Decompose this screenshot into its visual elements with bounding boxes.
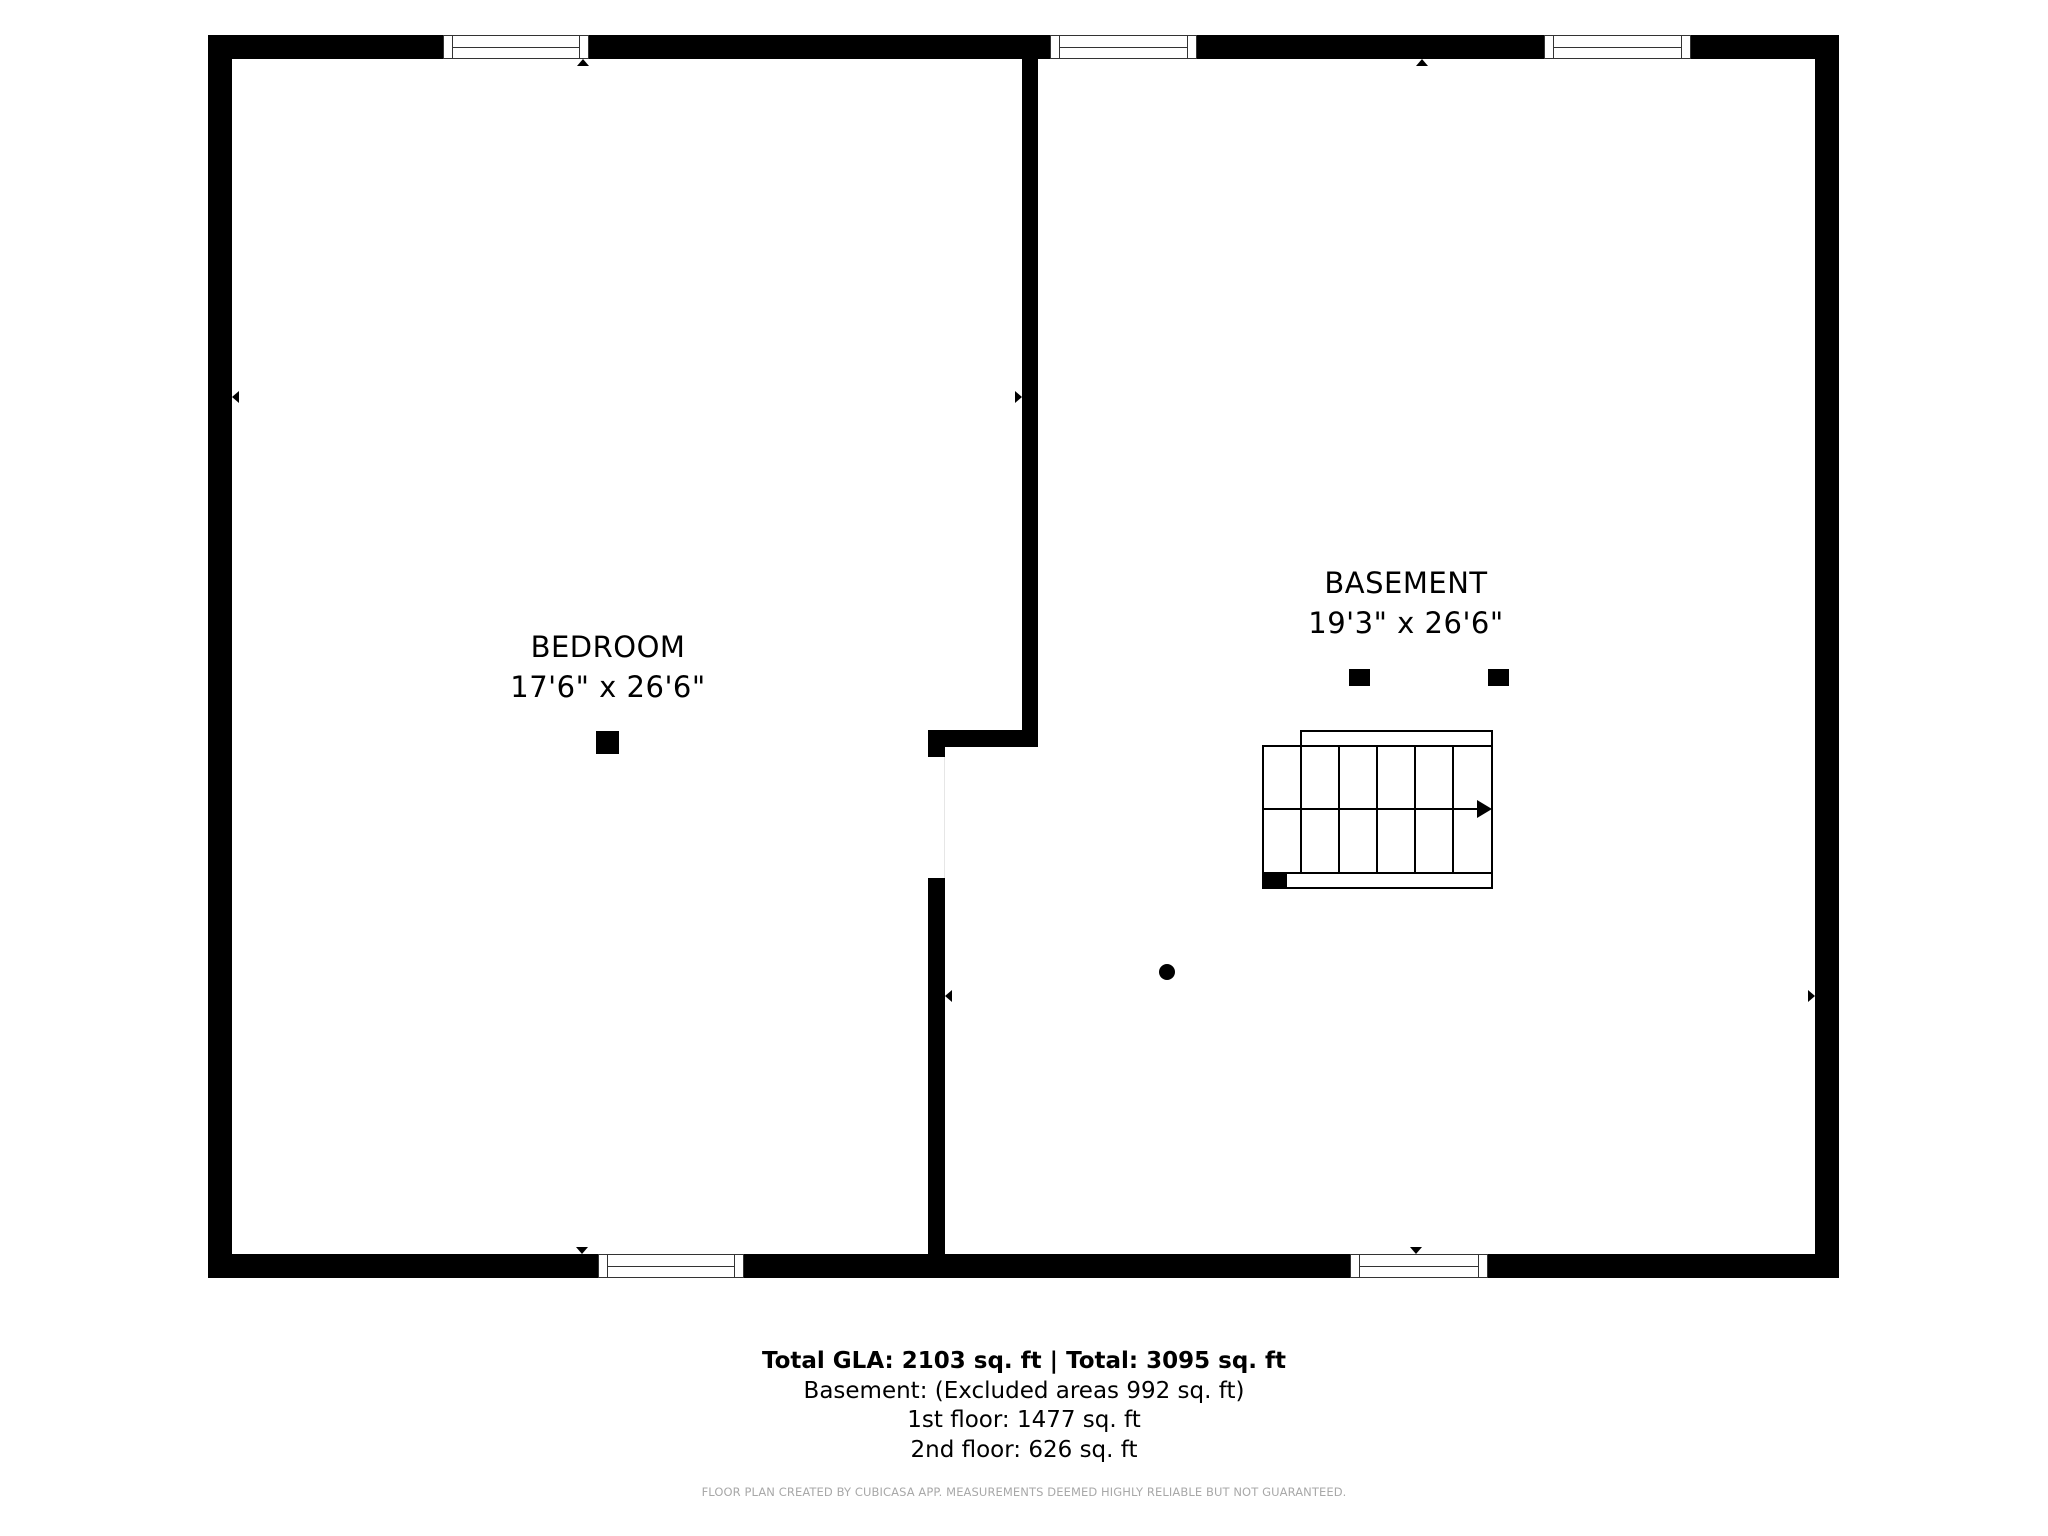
window-top-basement-left	[1050, 35, 1197, 59]
room-label-bedroom: BEDROOM 17'6" x 26'6"	[458, 627, 758, 707]
marker-triangle-icon	[945, 990, 952, 1002]
second-floor-area-line: 2nd floor: 626 sq. ft	[910, 1436, 1138, 1463]
interior-wall-stub	[928, 730, 945, 757]
exterior-wall-right	[1815, 35, 1839, 1278]
column-dot-icon	[1159, 964, 1175, 980]
interior-wall-jog	[928, 730, 1038, 747]
total-area-line: Total GLA: 2103 sq. ft | Total: 3095 sq.…	[761, 1348, 1287, 1374]
marker-triangle-icon	[232, 391, 239, 403]
first-floor-area-line: 1st floor: 1477 sq. ft	[907, 1407, 1141, 1433]
post-icon	[1349, 669, 1370, 686]
marker-triangle-icon	[576, 1247, 588, 1254]
room-name: BEDROOM	[530, 630, 686, 664]
window-bottom-bedroom	[598, 1254, 744, 1278]
post-icon	[1488, 669, 1509, 686]
marker-triangle-icon	[1015, 391, 1022, 403]
room-label-basement: BASEMENT 19'3" x 26'6"	[1256, 563, 1556, 643]
exterior-wall-left	[208, 35, 232, 1278]
marker-triangle-icon	[577, 59, 589, 66]
room-name: BASEMENT	[1324, 566, 1488, 600]
window-top-bedroom	[443, 35, 589, 59]
basement-area-line: Basement: (Excluded areas 992 sq. ft)	[803, 1377, 1245, 1404]
room-dimensions: 17'6" x 26'6"	[510, 670, 706, 704]
exterior-wall-bottom	[208, 1254, 1839, 1278]
disclaimer: FLOOR PLAN CREATED BY CUBICASA APP. MEAS…	[701, 1485, 1347, 1499]
marker-triangle-icon	[1416, 59, 1428, 66]
interior-wall-upper	[1022, 59, 1038, 747]
marker-triangle-icon	[1808, 990, 1815, 1002]
window-bottom-basement	[1350, 1254, 1488, 1278]
area-summary: Total GLA: 2103 sq. ft | Total: 3095 sq.…	[0, 1347, 2048, 1465]
marker-triangle-icon	[1410, 1247, 1422, 1254]
interior-wall-lower	[928, 878, 945, 1254]
window-top-basement-right	[1544, 35, 1691, 59]
doorway-opening	[944, 757, 945, 878]
post-icon	[596, 731, 619, 754]
stairs-icon	[1262, 730, 1493, 889]
room-dimensions: 19'3" x 26'6"	[1308, 606, 1504, 640]
